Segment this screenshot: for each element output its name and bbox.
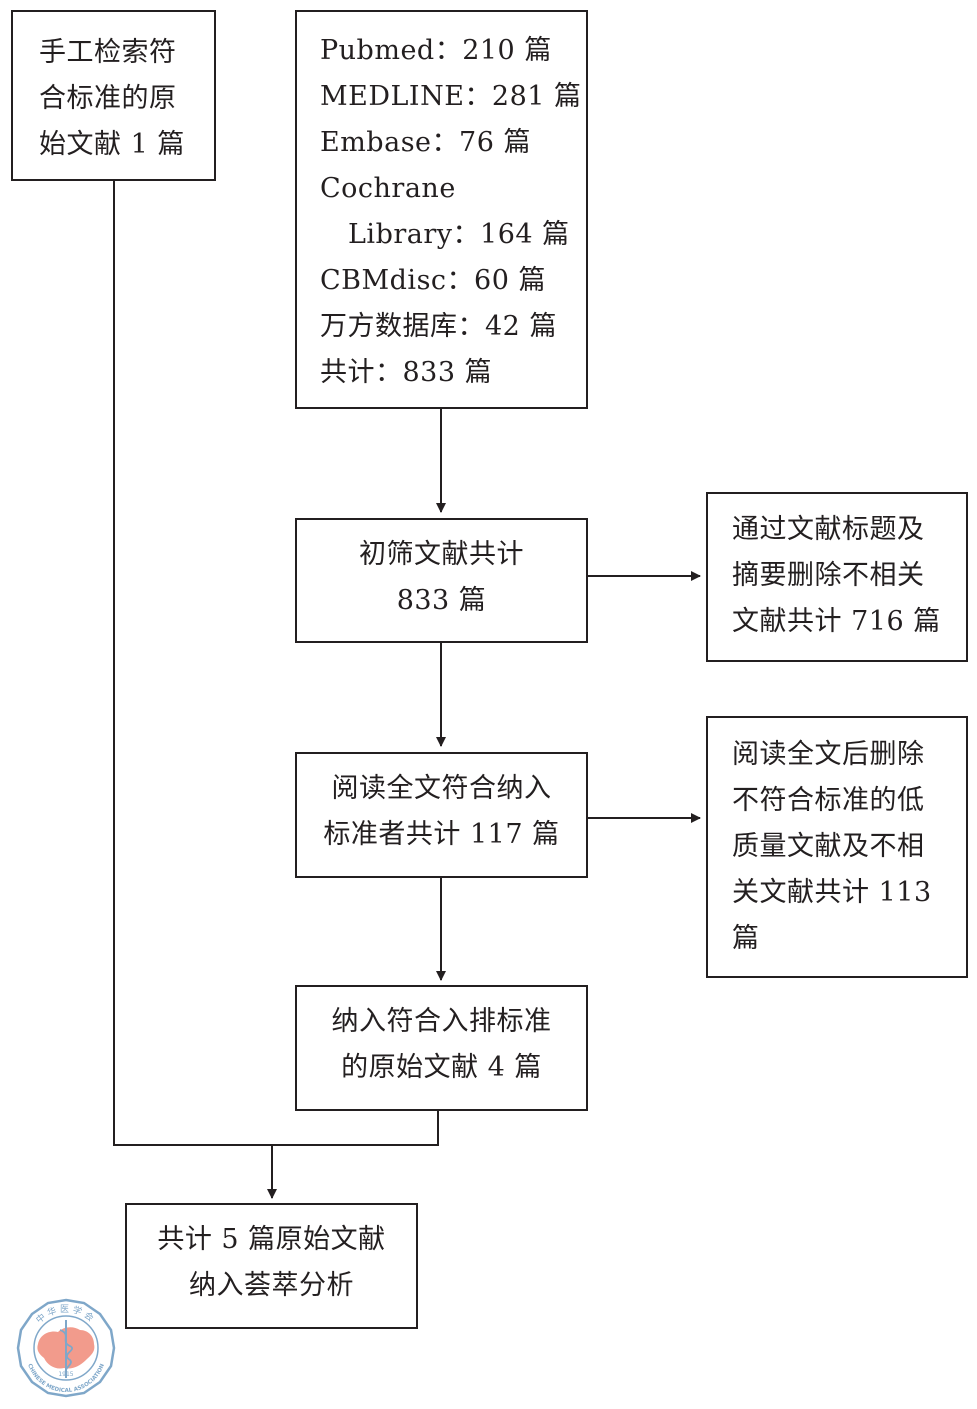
database-line-total: 共计：833 篇 bbox=[320, 357, 493, 388]
database-line-embase: Embase：76 篇 bbox=[320, 127, 531, 158]
manual-search-line-1: 手工检索符 bbox=[39, 37, 177, 68]
final-analysis-box: 共计 5 篇原始文献 纳入荟萃分析 bbox=[125, 1203, 418, 1329]
final-analysis-line-1: 共计 5 篇原始文献 bbox=[157, 1224, 386, 1255]
database-search-box: Pubmed：210 篇 MEDLINE：281 篇 Embase：76 篇 C… bbox=[295, 10, 588, 409]
database-line-cbmdisc: CBMdisc：60 篇 bbox=[320, 265, 546, 296]
manual-search-box: 手工检索符 合标准的原 始文献 1 篇 bbox=[11, 10, 216, 181]
excluded-fulltext-line-5: 篇 bbox=[732, 923, 760, 954]
initial-screen-box: 初筛文献共计 833 篇 bbox=[295, 518, 588, 643]
fulltext-line-2: 标准者共计 117 篇 bbox=[323, 819, 560, 850]
excluded-fulltext-line-2: 不符合标准的低 bbox=[732, 785, 925, 816]
line-manual-branch bbox=[113, 180, 439, 1146]
final-analysis-line-2: 纳入荟萃分析 bbox=[189, 1270, 354, 1301]
logo-inner-ring bbox=[33, 1315, 99, 1381]
excluded-fulltext-line-4: 关文献共计 113 bbox=[732, 877, 932, 908]
included-box: 纳入符合入排标准 的原始文献 4 篇 bbox=[295, 985, 588, 1111]
excluded-title-line-1: 通过文献标题及 bbox=[732, 514, 925, 545]
initial-screen-line-1: 初筛文献共计 bbox=[359, 539, 524, 570]
excluded-fulltext-box: 阅读全文后删除 不符合标准的低 质量文献及不相 关文献共计 113 篇 bbox=[706, 716, 968, 978]
excluded-title-line-2: 摘要删除不相关 bbox=[732, 560, 925, 591]
database-line-medline: MEDLINE：281 篇 bbox=[320, 81, 582, 112]
excluded-fulltext-line-1: 阅读全文后删除 bbox=[732, 739, 925, 770]
excluded-title-line-3: 文献共计 716 篇 bbox=[732, 606, 941, 637]
logo-year: 1915 bbox=[58, 1371, 73, 1378]
included-line-2: 的原始文献 4 篇 bbox=[341, 1052, 542, 1083]
manual-search-line-3: 始文献 1 篇 bbox=[39, 129, 185, 160]
initial-screen-line-2: 833 篇 bbox=[396, 585, 487, 616]
database-line-wanfang: 万方数据库：42 篇 bbox=[320, 311, 557, 342]
included-line-1: 纳入符合入排标准 bbox=[331, 1006, 552, 1037]
database-line-library: Library：164 篇 bbox=[348, 219, 570, 250]
fulltext-box: 阅读全文符合纳入 标准者共计 117 篇 bbox=[295, 752, 588, 878]
logo-serpent bbox=[59, 1329, 73, 1373]
excluded-fulltext-line-3: 质量文献及不相 bbox=[732, 831, 925, 862]
fulltext-line-1: 阅读全文符合纳入 bbox=[331, 773, 552, 804]
manual-search-line-2: 合标准的原 bbox=[39, 83, 177, 114]
excluded-title-box: 通过文献标题及 摘要删除不相关 文献共计 716 篇 bbox=[706, 492, 968, 662]
database-line-pubmed: Pubmed：210 篇 bbox=[320, 35, 552, 66]
database-line-cochrane: Cochrane bbox=[320, 173, 456, 204]
chinese-medical-association-logo: 中华医学会 CHINESE MEDICAL ASSOCIATION 1915 bbox=[16, 1298, 116, 1398]
